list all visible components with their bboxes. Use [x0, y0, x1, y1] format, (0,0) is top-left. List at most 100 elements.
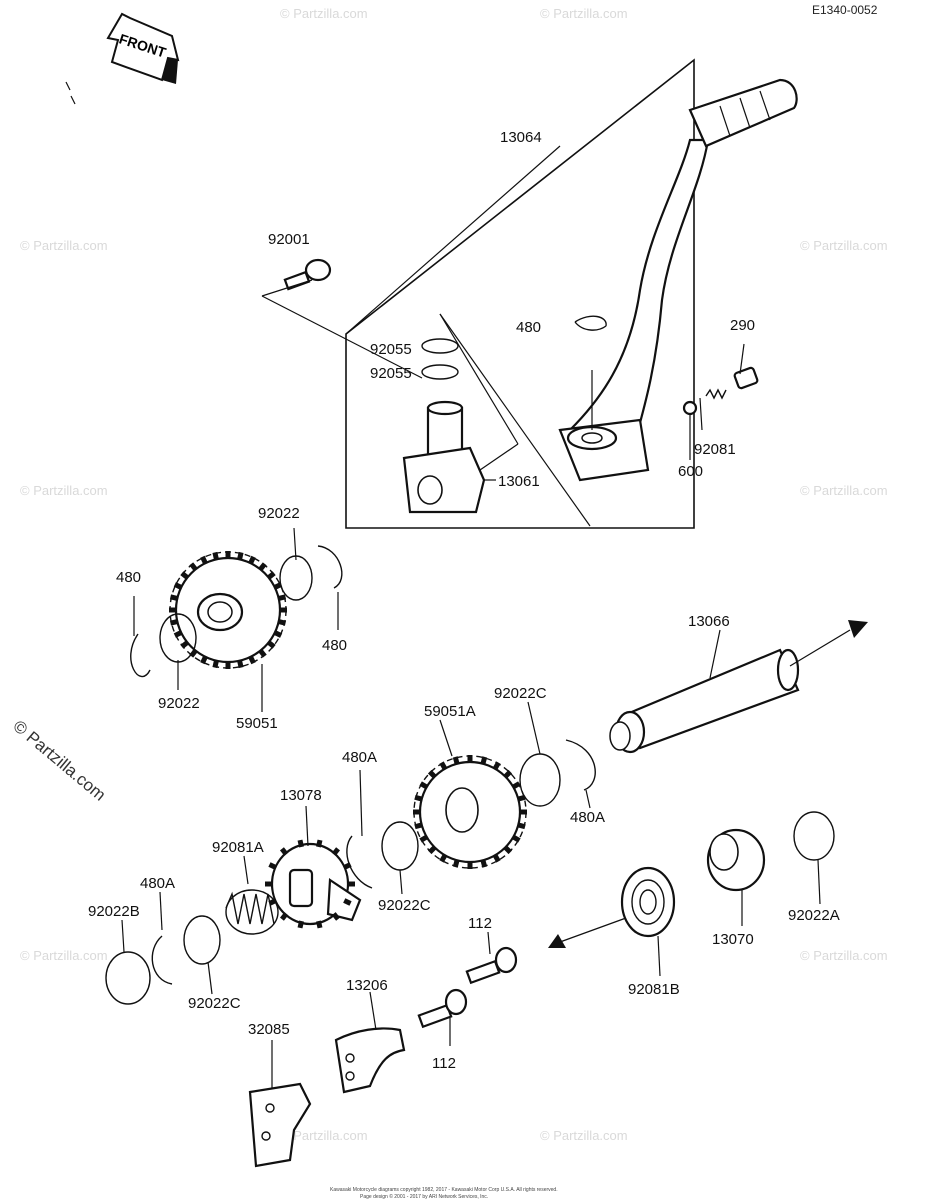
gear-tooth — [279, 847, 289, 856]
washer-92022C — [183, 915, 221, 965]
gear-tooth — [419, 834, 428, 843]
front-arrow-icon: FRONT — [106, 12, 180, 84]
circlip-480 — [130, 633, 151, 678]
callout-92022: 92022 — [258, 505, 300, 522]
washer-92022A — [793, 811, 835, 861]
collar-13070 — [706, 828, 766, 892]
gear-tooth — [452, 859, 460, 868]
watermark-text: © Partzilla.com — [20, 238, 108, 253]
gear-tooth — [503, 769, 513, 779]
gear-tooth — [268, 898, 277, 906]
gear-tooth — [180, 640, 189, 649]
callout-13066: 13066 — [688, 613, 730, 630]
callout-59051: 59051 — [236, 715, 278, 732]
watermark-text: © Partzilla.com — [20, 948, 108, 963]
callout-600: 600 — [678, 463, 703, 480]
spring-92081 — [705, 388, 727, 400]
callout-480A: 480A — [140, 875, 175, 892]
callout-13061: 13061 — [498, 473, 540, 490]
bolt-92001 — [283, 258, 332, 291]
gear-tooth — [452, 756, 460, 765]
gear-tooth — [237, 551, 244, 560]
callout-92022C: 92022C — [188, 995, 241, 1012]
circlip-480 — [574, 315, 607, 331]
gear-tooth — [316, 920, 323, 929]
gear-tooth — [480, 859, 488, 868]
gear-tooth — [248, 555, 256, 565]
circlip-480A — [151, 935, 173, 985]
gear-tooth — [180, 571, 189, 580]
callout-480: 480 — [322, 637, 347, 654]
guide-13206 — [334, 1027, 406, 1094]
circlip-480 — [317, 545, 343, 589]
callout-92022B: 92022B — [88, 903, 140, 920]
callout-290: 290 — [730, 317, 755, 334]
watermark-text: © Partzilla.com — [800, 483, 888, 498]
gear-tooth — [258, 562, 267, 571]
washer-92022C — [381, 821, 419, 871]
callout-92055: 92055 — [370, 365, 412, 382]
callout-92081A: 92081A — [212, 839, 264, 856]
spring-92081A — [225, 889, 279, 935]
watermark-text: © Partzilla.com — [800, 238, 888, 253]
gear-teeth-59051A — [413, 755, 527, 869]
watermark-text: © Partzilla.com — [280, 6, 368, 21]
ratchet-13078 — [270, 842, 362, 926]
callout-13064: 13064 — [500, 129, 542, 146]
gear-teeth-59051 — [169, 551, 287, 669]
gear-tooth — [268, 862, 277, 870]
gear-tooth — [267, 640, 276, 649]
gear-tooth — [258, 649, 267, 658]
gear-tooth — [492, 761, 501, 770]
watermark-text: © Partzilla.com — [800, 948, 888, 963]
gear-tooth — [173, 630, 183, 638]
watermark-text: © Partzilla.com — [20, 483, 108, 498]
gear-tooth — [331, 847, 341, 856]
gear-tooth — [273, 630, 283, 638]
callout-92081B: 92081B — [628, 981, 680, 998]
watermark-text: © Partzilla.com — [280, 1128, 368, 1143]
gear-tooth — [343, 898, 352, 906]
gear-tooth — [273, 582, 283, 590]
washer-92022 — [279, 555, 313, 601]
callout-32085: 32085 — [248, 1021, 290, 1038]
callout-13078: 13078 — [280, 787, 322, 804]
gear-tooth — [427, 845, 437, 855]
gear-tooth — [297, 839, 304, 848]
spring-92081B — [620, 866, 676, 938]
watermark-layer: © Partzilla.com © Partzilla.com © Partzi… — [20, 6, 888, 1143]
gear-tooth — [512, 781, 521, 790]
gear-tooth — [512, 834, 521, 843]
gear-tooth — [503, 845, 513, 855]
callout-480: 480 — [516, 319, 541, 336]
callout-480: 480 — [116, 569, 141, 586]
bolt-112 — [417, 988, 468, 1029]
o-ring-92055 — [421, 364, 459, 380]
callout-92022: 92022 — [158, 695, 200, 712]
circlip-480A — [346, 835, 373, 889]
circlip-480A — [565, 739, 596, 791]
partzilla-watermark: © Partzilla.com — [9, 717, 109, 805]
callout-92001: 92001 — [268, 231, 310, 248]
o-ring-92055 — [421, 338, 459, 354]
callout-92022C: 92022C — [378, 897, 431, 914]
gear-tooth — [419, 781, 428, 790]
gear-tooth — [278, 619, 287, 626]
gear-tooth — [200, 555, 208, 565]
ratchet-teeth-13078 — [265, 839, 355, 929]
kick-pedal-arm — [558, 78, 798, 482]
ball-600 — [682, 400, 698, 416]
callout-59051A: 59051A — [424, 703, 476, 720]
gear-tooth — [248, 655, 256, 665]
callout-112: 112 — [468, 915, 492, 932]
gear-tooth — [212, 551, 219, 560]
gear-tooth — [189, 562, 198, 571]
gear-tooth — [343, 862, 352, 870]
plate-32085 — [248, 1082, 312, 1168]
callout-92081: 92081 — [694, 441, 736, 458]
copyright-line-1: Kawasaki Motorcycle diagrams copyright 1… — [330, 1187, 558, 1193]
diagram-code: E1340-0052 — [812, 3, 878, 17]
gear-59051 — [169, 551, 287, 669]
gear-tooth — [414, 822, 423, 830]
